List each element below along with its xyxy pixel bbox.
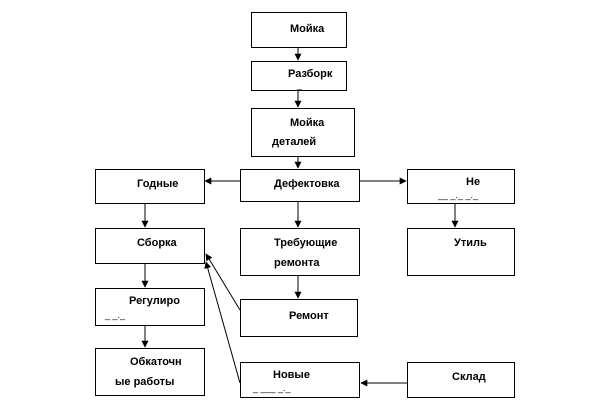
- node-godnye-label: Годные: [137, 178, 179, 190]
- node-ne: [407, 169, 515, 204]
- node-moika-label: Мойка: [290, 23, 325, 35]
- arrow-remont-to-sborka: [205, 253, 241, 311]
- node-trebuyushchie: [240, 228, 360, 276]
- node-ne-label: Не: [466, 176, 481, 188]
- node-moika: [251, 12, 347, 48]
- node-novye-label: Новые: [273, 369, 310, 381]
- node-remont: [240, 299, 358, 337]
- node-regulirovka: [95, 288, 205, 326]
- node-obkatochnye: [95, 348, 205, 396]
- node-defektovka-label: Дефектовка: [274, 178, 340, 190]
- node-trebuyushchie-line1: Требующие: [274, 237, 338, 249]
- node-obkatochnye-line1: Обкаточн: [130, 356, 182, 368]
- node-sborka-label: Сборка: [137, 237, 177, 249]
- node-sklad-label: Склад: [452, 371, 486, 383]
- node-ne-sub: __ _._ _._: [438, 190, 479, 200]
- node-remont-label: Ремонт: [289, 310, 329, 322]
- node-util: [407, 228, 515, 276]
- node-sborka: [95, 228, 205, 264]
- node-godnye: [95, 169, 205, 204]
- arrow-novye-to-sborka: [204, 261, 241, 384]
- node-razbork: [251, 61, 347, 91]
- node-moika-detalei: [251, 108, 355, 157]
- node-sklad: [407, 362, 515, 398]
- node-novye: [240, 362, 360, 398]
- node-razbork-label: Разборк: [288, 68, 333, 80]
- node-moika-detalei-line2: деталей: [272, 136, 317, 148]
- node-util-label: Утиль: [454, 237, 487, 249]
- node-razbork-sub: _: [297, 80, 303, 90]
- node-regulirovka-label: Регулиро: [129, 295, 180, 307]
- node-obkatochnye-line2: ые работы: [115, 376, 175, 388]
- node-moika-detalei-line1: Мойка: [290, 117, 325, 129]
- node-defektovka: [240, 169, 360, 202]
- node-regulirovka-sub: _ _._: [105, 310, 126, 320]
- node-trebuyushchie-line2: ремонта: [274, 257, 320, 269]
- node-novye-sub: _ ___ _._: [253, 383, 291, 393]
